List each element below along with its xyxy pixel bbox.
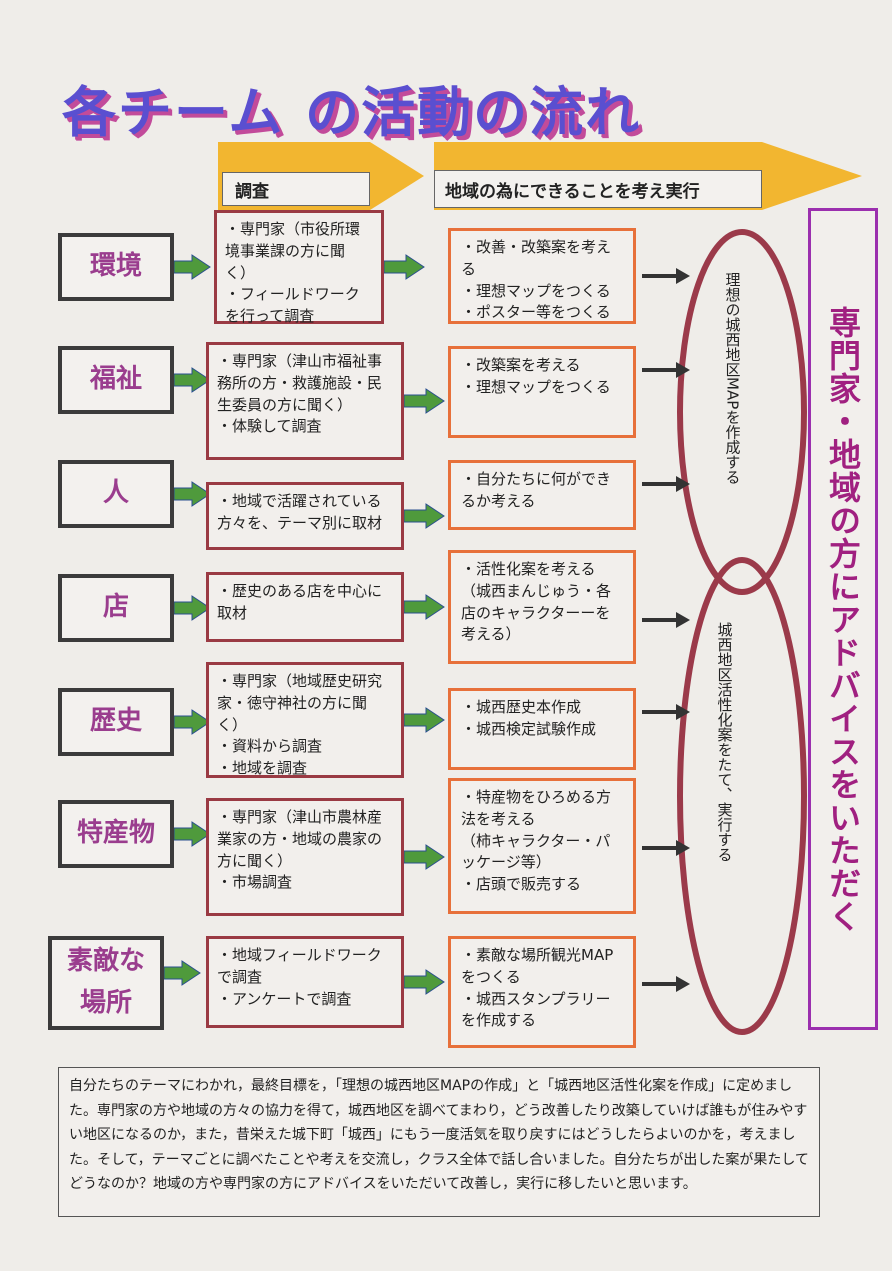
team-name: 環境 bbox=[89, 251, 142, 282]
team-box-6: 素敵な場所 bbox=[48, 936, 164, 1030]
team-name: 素敵な場所 bbox=[66, 946, 145, 1018]
team-name: 特産物 bbox=[76, 818, 155, 849]
phase1-label: 調査 bbox=[235, 182, 269, 202]
action-box-4: ・城西歴史本作成 ・城西検定試験作成 bbox=[448, 688, 636, 770]
research-to-action-arrow-5 bbox=[403, 844, 445, 870]
team-to-research-arrow-3 bbox=[173, 595, 211, 621]
team-box-4: 歴史 bbox=[58, 688, 174, 756]
action-box-1: ・改築案を考える ・理想マップをつくる bbox=[448, 346, 636, 438]
research-to-action-arrow-2 bbox=[403, 503, 445, 529]
research-box-0: ・専門家（市役所環境事業課の方に聞く） ・フィールドワークを行って調査 bbox=[214, 210, 384, 325]
page-title: 各チーム の活動の流れ bbox=[62, 81, 642, 144]
team-to-research-arrow-4 bbox=[173, 709, 211, 735]
action-to-goal-arrow-4 bbox=[676, 704, 690, 720]
research-box-3: ・歴史のある店を中心に取材 bbox=[206, 572, 404, 642]
research-box-2: ・地域で活躍されている方々を、テーマ別に取材 bbox=[206, 482, 404, 550]
team-name: 福祉 bbox=[89, 364, 142, 395]
action-to-goal-arrow-3 bbox=[676, 612, 690, 628]
phase1-label-box: 調査 bbox=[222, 172, 370, 206]
team-to-research-arrow-0 bbox=[173, 254, 211, 280]
action-box-2: ・自分たちに何ができるか考える bbox=[448, 460, 636, 530]
research-to-action-arrow-1 bbox=[403, 388, 445, 414]
research-to-action-arrow-4 bbox=[403, 707, 445, 733]
goal1-oval bbox=[677, 229, 807, 595]
action-box-3: ・活性化案を考える （城西まんじゅう・各店のキャラクターーを考える） bbox=[448, 550, 636, 664]
phase2-label-box: 地域の為にできることを考え実行 bbox=[434, 170, 762, 208]
action-box-5: ・特産物をひろめる方法を考える （柿キャラクター・パッケージ等） ・店頭で販売す… bbox=[448, 778, 636, 914]
advice-text: 専門家・地域の方にアドバイスをいただく bbox=[824, 305, 862, 933]
team-box-0: 環境 bbox=[58, 233, 174, 301]
summary-text: 自分たちのテーマにわかれ，最終目標を，「理想の城西地区MAPの作成」と「城西地区… bbox=[58, 1067, 820, 1217]
team-box-5: 特産物 bbox=[58, 800, 174, 868]
team-to-research-arrow-1 bbox=[173, 367, 211, 393]
advice-box: 専門家・地域の方にアドバイスをいただく bbox=[808, 208, 878, 1030]
research-to-action-arrow-3 bbox=[403, 594, 445, 620]
action-to-goal-arrow-6 bbox=[676, 976, 690, 992]
action-box-6: ・素敵な場所観光MAPをつくる ・城西スタンプラリーを作成する bbox=[448, 936, 636, 1048]
research-box-6: ・地域フィールドワークで調査 ・アンケートで調査 bbox=[206, 936, 404, 1028]
goal1-text: 理想の城西地区MAPを作成する bbox=[723, 272, 742, 485]
team-to-research-arrow-6 bbox=[163, 960, 201, 986]
research-box-1: ・専門家（津山市福祉事務所の方・救護施設・民生委員の方に聞く） ・体験して調査 bbox=[206, 342, 404, 460]
team-name: 人 bbox=[102, 478, 129, 509]
action-to-goal-arrow-1 bbox=[676, 362, 690, 378]
team-box-3: 店 bbox=[58, 574, 174, 642]
research-box-4: ・専門家（地域歴史研究家・徳守神社の方に聞く） ・資料から調査 ・地域を調査 bbox=[206, 662, 404, 778]
team-box-1: 福祉 bbox=[58, 346, 174, 414]
research-to-action-arrow-0 bbox=[383, 254, 425, 280]
phase2-label: 地域の為にできることを考え実行 bbox=[445, 182, 700, 202]
goal2-oval bbox=[677, 557, 807, 1035]
team-to-research-arrow-5 bbox=[173, 821, 211, 847]
team-name: 店 bbox=[102, 592, 129, 623]
team-name: 歴史 bbox=[89, 706, 142, 737]
team-box-2: 人 bbox=[58, 460, 174, 528]
team-to-research-arrow-2 bbox=[173, 481, 211, 507]
action-to-goal-arrow-5 bbox=[676, 840, 690, 856]
action-box-0: ・改善・改築案を考える ・理想マップをつくる ・ポスター等をつくる bbox=[448, 228, 636, 324]
research-to-action-arrow-6 bbox=[403, 969, 445, 995]
goal2-text: 城西地区活性化案をたて、実行する bbox=[715, 622, 734, 862]
action-to-goal-arrow-0 bbox=[676, 268, 690, 284]
action-to-goal-arrow-2 bbox=[676, 476, 690, 492]
research-box-5: ・専門家（津山市農林産業家の方・地域の農家の方に聞く） ・市場調査 bbox=[206, 798, 404, 916]
